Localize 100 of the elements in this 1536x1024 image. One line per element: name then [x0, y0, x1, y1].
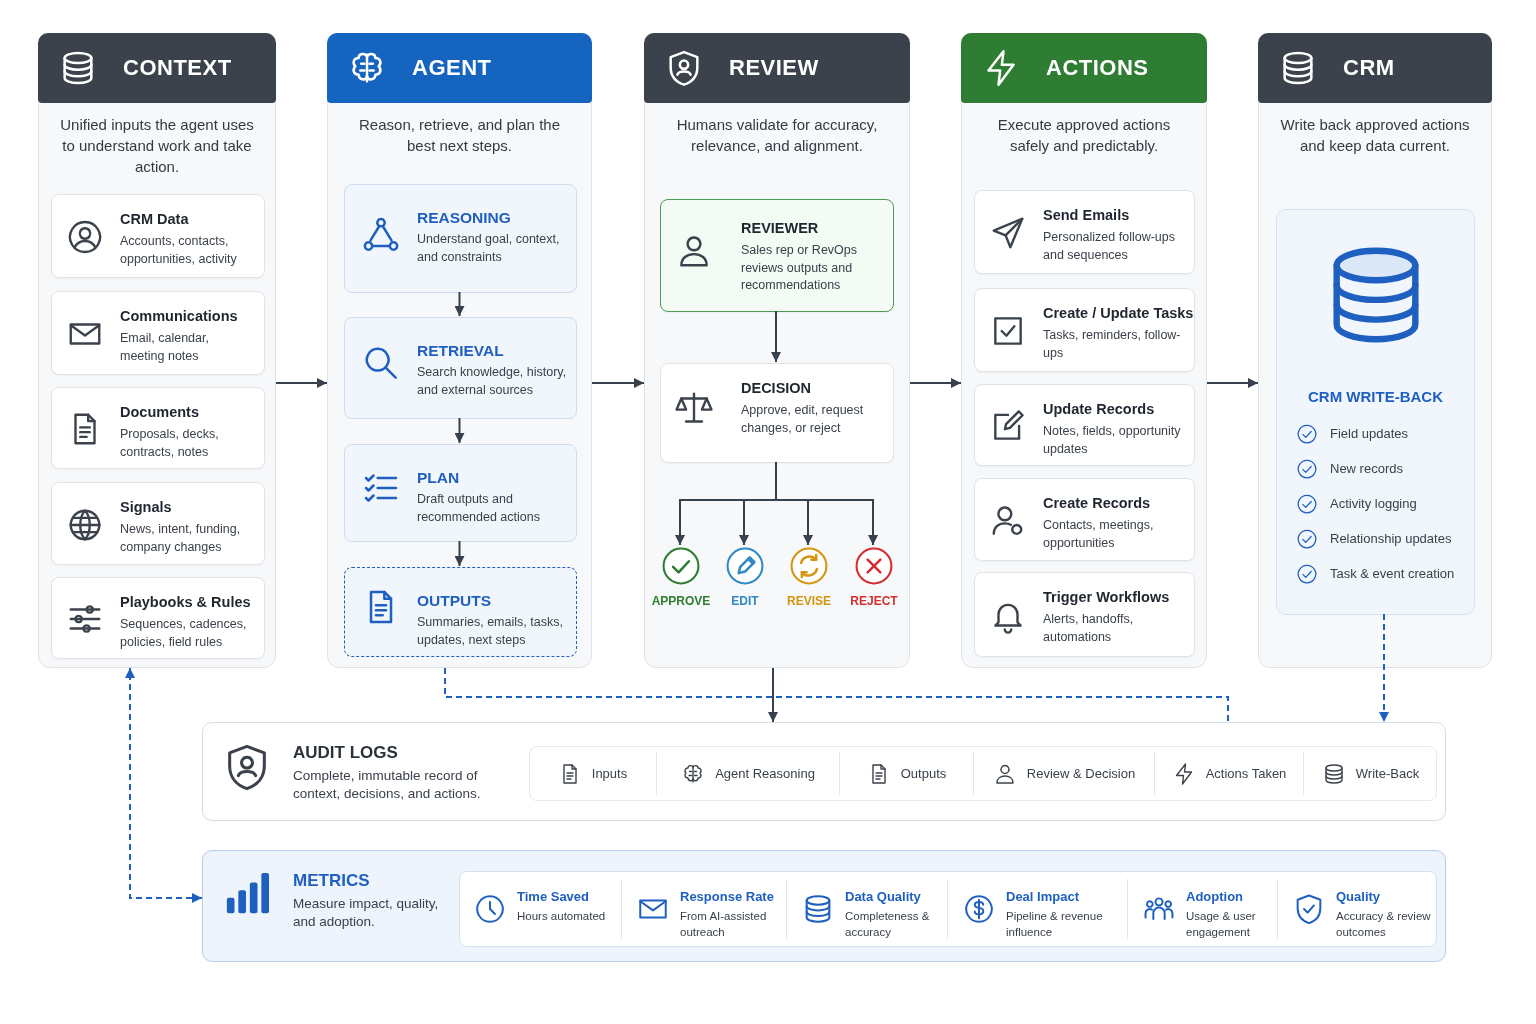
- card-title: Create / Update Tasks: [1043, 305, 1194, 321]
- metric-description: Hours automated: [517, 909, 607, 924]
- card-title: Create Records: [1043, 495, 1151, 511]
- card-description: Contacts, meetings, opportunities: [1043, 517, 1155, 552]
- card-title: CRM Data: [120, 211, 189, 227]
- arrow: [771, 310, 781, 363]
- log-item-label: Actions Taken: [1205, 766, 1287, 781]
- outcome-label: REVISE: [786, 594, 832, 608]
- arrow: [275, 378, 328, 388]
- column-title: CONTEXT: [123, 55, 232, 81]
- log-item-label: Agent Reasoning: [715, 766, 815, 781]
- step-card: [51, 387, 265, 469]
- metric-title: Deal Impact: [1006, 889, 1079, 904]
- column-panel: [961, 33, 1207, 668]
- card-description: Search knowledge, history, and external sources: [417, 364, 568, 399]
- column-description: Unified inputs the agent uses to understand work and take action.: [59, 115, 255, 177]
- arrow: [768, 667, 778, 723]
- column-title: AGENT: [412, 55, 492, 81]
- column-description: Write back approved actions and keep data current.: [1279, 115, 1471, 156]
- outcome-label: EDIT: [730, 594, 760, 608]
- arrow: [454, 540, 465, 567]
- card-title: PLAN: [417, 469, 460, 487]
- column-panel: [644, 33, 910, 668]
- step-card: [974, 572, 1195, 657]
- card-description: News, intent, funding, company changes: [120, 521, 242, 556]
- card-description: Alerts, handoffs, automations: [1043, 611, 1135, 646]
- card-title: RETRIEVAL: [417, 342, 504, 360]
- card-title: Signals: [120, 499, 172, 515]
- metric-description: From AI-assisted outreach: [680, 909, 768, 940]
- arrow: [909, 378, 962, 388]
- metric-title: Response Rate: [680, 889, 774, 904]
- step-card: [974, 190, 1195, 274]
- column-title: ACTIONS: [1046, 55, 1149, 81]
- step-card: [974, 288, 1195, 372]
- log-item-label: Review & Decision: [1026, 766, 1136, 781]
- card-title: OUTPUTS: [417, 592, 492, 610]
- step-card: [51, 482, 265, 565]
- log-item-label: Inputs: [591, 766, 628, 781]
- dashed-connector: [125, 667, 203, 903]
- column-panel: [1258, 33, 1492, 668]
- card-title: Update Records: [1043, 401, 1155, 417]
- agent-step-card: [344, 444, 577, 542]
- write-back-panel: [1276, 209, 1475, 615]
- metric-description: Pipeline & revenue influence: [1006, 909, 1104, 940]
- metric-title: Adoption: [1186, 889, 1244, 904]
- column-title: CRM: [1343, 55, 1395, 81]
- panel-title: CRM WRITE-BACK: [1307, 388, 1444, 405]
- checklist-item: New records: [1330, 460, 1403, 478]
- band-description: Measure impact, quality, and adoption.: [293, 895, 440, 931]
- column-description: Humans validate for accuracy, relevance, and alignment.: [675, 115, 879, 156]
- checklist-item: Field updates: [1330, 425, 1409, 443]
- column-description: Execute approved actions safely and predictably.: [996, 115, 1172, 156]
- outcome-label: REJECT: [849, 594, 899, 608]
- metric-description: Accuracy & review outcomes: [1336, 909, 1432, 940]
- card-description: Email, calendar, meeting notes: [120, 330, 210, 365]
- card-description: Draft outputs and recommended actions: [417, 491, 541, 526]
- card-title: Trigger Workflows: [1043, 589, 1170, 605]
- checklist-item: Task & event creation: [1330, 565, 1455, 583]
- metric-description: Usage & user engagement: [1186, 909, 1257, 940]
- card-description: Personalized follow-ups and sequences: [1043, 229, 1176, 264]
- card-title: Documents: [120, 404, 199, 420]
- step-card: [51, 194, 265, 278]
- card-description: Accounts, contacts, opportunities, activity: [120, 233, 238, 268]
- step-card: [51, 291, 265, 375]
- card-description: Proposals, decks, contracts, notes: [120, 426, 220, 461]
- log-item-label: Write-Back: [1355, 766, 1420, 781]
- outcome-label: APPROVE: [650, 594, 712, 608]
- log-item-label: Outputs: [900, 766, 947, 781]
- card-description: Summaries, emails, tasks, updates, next steps: [417, 614, 564, 649]
- arrow: [1206, 378, 1259, 388]
- audit-log-panel: [202, 722, 1446, 821]
- agent-step-card: [344, 184, 577, 293]
- card-title: REVIEWER: [741, 220, 819, 236]
- metrics-panel: [202, 850, 1446, 962]
- card-description: Approve, edit, request changes, or reject: [741, 402, 865, 437]
- card-description: Tasks, reminders, follow-ups: [1043, 327, 1182, 362]
- column-title: REVIEW: [729, 55, 819, 81]
- column-panel: [38, 33, 276, 668]
- step-card: [974, 384, 1195, 466]
- dashed-connector: [444, 667, 1229, 723]
- card-title: Communications: [120, 308, 238, 324]
- dashed-connector: [1379, 613, 1389, 723]
- metric-description: Completeness & accuracy: [845, 909, 931, 940]
- metric-title: Quality: [1336, 889, 1381, 904]
- card-description: Understand goal, context, and constraints: [417, 231, 561, 266]
- card-description: Sequences, cadences, policies, field rules: [120, 616, 248, 651]
- card-description: Notes, fields, opportunity updates: [1043, 423, 1182, 458]
- arrow: [454, 291, 465, 317]
- column-panel: [327, 33, 592, 668]
- metric-title: Time Saved: [517, 889, 590, 904]
- card-title: REASONING: [417, 209, 511, 227]
- step-card: [660, 363, 894, 463]
- metric-title: Data Quality: [845, 889, 921, 904]
- card-description: Sales rep or RevOps reviews outputs and recommendations: [741, 242, 859, 294]
- card-title: DECISION: [741, 380, 812, 396]
- step-card: [660, 199, 894, 312]
- checklist-item: Activity logging: [1330, 495, 1417, 513]
- band-description: Complete, immutable record of context, decisions, and actions.: [293, 767, 482, 803]
- card-title: Send Emails: [1043, 207, 1130, 223]
- agent-step-card: [344, 567, 577, 657]
